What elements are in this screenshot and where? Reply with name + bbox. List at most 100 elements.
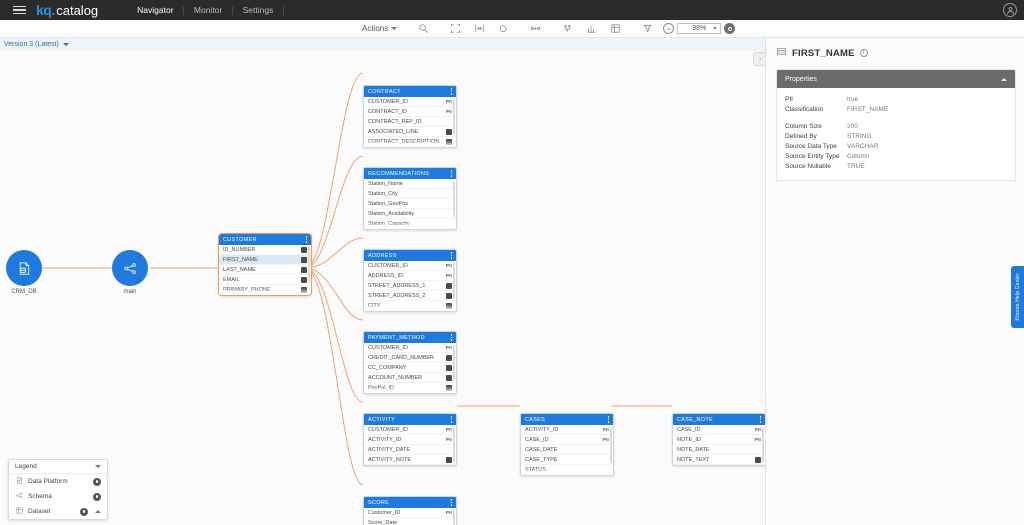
table-row[interactable]: ID_NUMBER [219,245,311,255]
table-row[interactable]: CC_COMPANY [364,363,456,373]
node-scrollbar[interactable] [453,345,455,381]
legend-item-data-platform[interactable]: Data Platform [9,474,107,489]
table-node-header[interactable]: PAYMENT_METHOD [364,332,456,343]
lineage-button[interactable] [523,20,547,38]
table-row[interactable]: ASSOCIATED_LINE [364,127,456,137]
table-node-header[interactable]: CUSTOMER [219,234,311,245]
hamburger-menu-icon[interactable] [6,5,32,15]
table-node-contract[interactable]: CONTRACT CUSTOMER_ID PII CONTRACT_ID PII… [363,85,457,148]
table-row-selected[interactable]: FIRST_NAME [219,255,311,265]
table-row[interactable]: CONTRACT_ID PII [364,107,456,117]
table-row[interactable]: LAST_NAME [219,265,311,275]
table-node-header[interactable]: CONTRACT [364,86,456,97]
node-scrollbar[interactable] [453,427,455,463]
chevron-up-icon[interactable] [1001,77,1007,81]
version-bar[interactable]: Version 3 (Latest) [0,38,765,51]
table-node-cases[interactable]: CASES ACTIVITY_ID PII CASE_ID PII CASE_D… [520,413,614,476]
more-options-icon[interactable] [450,170,452,177]
more-options-icon[interactable] [450,88,452,95]
node-scrollbar[interactable] [308,247,310,283]
table-node-header[interactable]: CASE_NOTE [673,414,765,425]
table-row[interactable]: NOTE_ID PII [673,435,765,445]
properties-section-header[interactable]: Properties [777,70,1015,88]
table-row[interactable]: CASE_TYPE [521,455,613,465]
more-options-icon[interactable] [305,236,307,243]
actions-dropdown[interactable]: Actions [362,24,398,33]
visibility-toggle-icon[interactable] [93,492,101,501]
table-row[interactable]: CASE_ID PII [673,425,765,435]
more-options-icon[interactable] [450,334,452,341]
more-options-icon[interactable] [450,252,452,259]
table-row[interactable]: CASE_DATE [521,445,613,455]
table-row[interactable]: ACTIVITY_NOTE [364,455,456,465]
more-options-icon[interactable] [607,416,609,423]
app-logo[interactable]: kq . catalog [36,2,98,18]
zoom-fit-button[interactable] [724,23,736,34]
node-scrollbar[interactable] [453,263,455,299]
table-row[interactable]: ACTIVITY_ID PII [364,435,456,445]
node-scrollbar[interactable] [762,427,764,463]
table-node-header[interactable]: ADDRESS [364,250,456,261]
more-options-icon[interactable] [450,499,452,506]
pan-button[interactable] [491,20,515,38]
table-row[interactable]: STREET_ADDRESS_1 [364,281,456,291]
table-node-case-note[interactable]: CASE_NOTE CASE_ID PII NOTE_ID PII NOTE_D… [672,413,765,466]
table-row[interactable]: STREET_ADDRESS_2 [364,291,456,301]
lineage-canvas[interactable]: Version 3 (Latest) CRM_DB mai [0,38,765,525]
table-row[interactable]: CUSTOMER_ID PII [364,97,456,107]
table-row[interactable]: Station_City [364,189,456,199]
table-row[interactable]: EMAIL [219,275,311,285]
visibility-toggle-icon[interactable] [93,477,101,486]
table-node-address[interactable]: ADDRESS CUSTOMER_ID PII ADDRESS_ID PII S… [363,249,457,312]
legend-item-dataset[interactable]: Dataset [9,504,107,519]
node-scrollbar[interactable] [453,181,455,217]
filter-button[interactable] [635,20,659,38]
node-scrollbar[interactable] [453,510,455,525]
nav-item-settings[interactable]: Settings [242,5,274,15]
panel-collapse-handle[interactable] [753,52,765,66]
node-scrollbar[interactable] [610,427,612,463]
table-node-score[interactable]: SCORE Customer_ID PII Score_Date Score_T… [363,496,457,525]
table-row[interactable]: CONTRACT_REP_ID [364,117,456,127]
table-row[interactable]: CUSTOMER_ID PII [364,261,456,271]
visibility-toggle-icon[interactable] [80,507,88,516]
legend-header[interactable]: Legend [9,460,107,474]
table-row[interactable]: ACTIVITY_DATE [364,445,456,455]
hierarchy-button[interactable] [555,20,579,38]
table-row[interactable]: ACTIVITY_ID PII [521,425,613,435]
zoom-out-button[interactable]: − [663,23,675,34]
chevron-up-icon[interactable] [95,510,101,513]
table-node-customer[interactable]: CUSTOMER ID_NUMBER FIRST_NAME LAST_NAME … [218,233,312,296]
table-row[interactable]: NOTE_DATE [673,445,765,455]
help-center-tab[interactable]: Khoros Help Center [1011,266,1024,328]
info-icon[interactable]: i [859,49,868,57]
table-row[interactable]: Score_Date [364,518,456,525]
user-avatar[interactable] [1003,3,1017,17]
table-row[interactable]: ADDRESS_ID PII [364,271,456,281]
chevron-down-icon[interactable] [95,465,101,468]
table-node-payment-method[interactable]: PAYMENT_METHOD CUSTOMER_ID PII CREDIT_CA… [363,331,457,394]
table-node-header[interactable]: ACTIVITY [364,414,456,425]
node-scrollbar[interactable] [453,99,455,135]
search-button[interactable] [411,20,435,38]
table-node-header[interactable]: CASES [521,414,613,425]
legend-item-schema[interactable]: Schema [9,489,107,504]
table-row[interactable]: Station_GeoPos [364,199,456,209]
table-row[interactable]: Customer_ID PII [364,508,456,518]
more-options-icon[interactable] [759,416,761,423]
more-options-icon[interactable] [450,416,452,423]
node-data-platform-crm-db[interactable]: CRM_DB [6,250,42,295]
table-row[interactable]: CASE_ID PII [521,435,613,445]
expand-button[interactable] [467,20,491,38]
table-row[interactable]: CREDIT_CARD_NUMBER [364,353,456,363]
zoom-level-select[interactable]: 98% [677,23,722,34]
table-row[interactable]: NOTE_TEXT [673,455,765,465]
fit-screen-button[interactable] [443,20,467,38]
nav-item-navigator[interactable]: Navigator [128,0,182,24]
table-row[interactable]: ACCOUNT_NUMBER [364,373,456,383]
table-node-recommendations[interactable]: RECOMMENDATIONS Station_Name Station_Cit… [363,167,457,230]
node-schema-main[interactable]: main [112,250,148,295]
table-node-activity[interactable]: ACTIVITY CUSTOMER_ID PII ACTIVITY_ID PII… [363,413,457,466]
table-row[interactable]: CUSTOMER_ID PII [364,425,456,435]
table-row[interactable]: Station_Name [364,179,456,189]
